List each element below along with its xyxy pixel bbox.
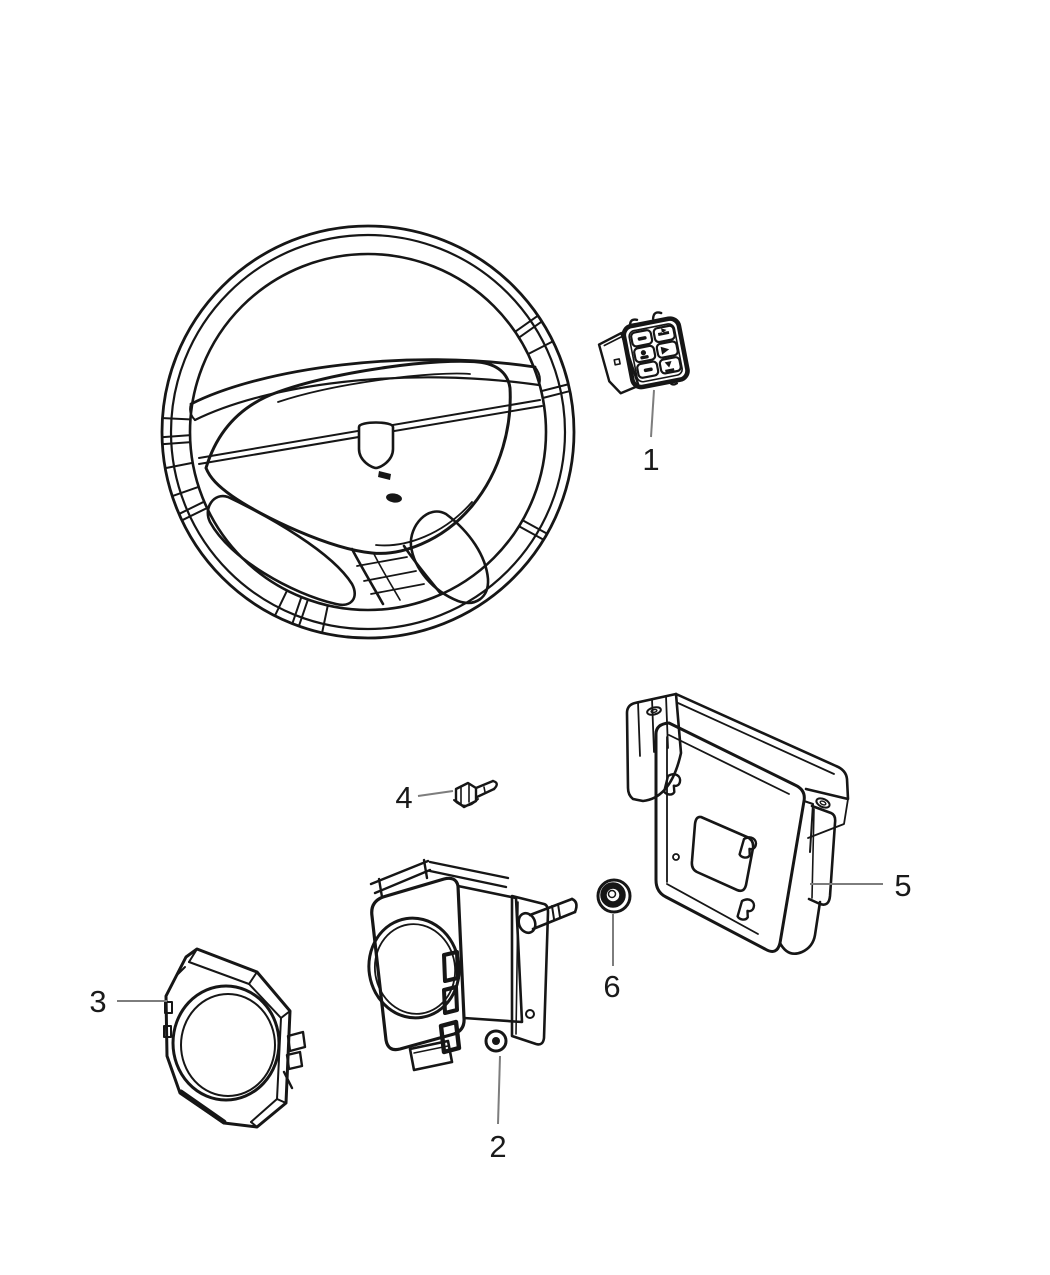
radar-sensor-illustration (367, 858, 578, 1072)
callout-number-4: 4 (395, 780, 412, 815)
leader-line-1 (650, 389, 655, 438)
callout-6: 6 (603, 914, 621, 1004)
callout-3: 3 (89, 984, 167, 1019)
sensor-fastener (484, 1029, 508, 1053)
bracket-illustration (625, 692, 850, 955)
callout-number-2: 2 (489, 1129, 506, 1164)
callout-number-3: 3 (89, 984, 106, 1019)
callouts: 1 2 3 4 5 6 (89, 389, 912, 1164)
steering-wheel-hub (189, 358, 543, 607)
leader-line-4 (417, 790, 454, 797)
sensor-cover-illustration (163, 947, 307, 1129)
rim-tick-marks (162, 315, 570, 633)
leader-line-2 (497, 1055, 501, 1125)
cruise-switch-illustration (597, 311, 690, 395)
callout-1: 1 (642, 389, 660, 477)
switch-button-glyphs (637, 328, 675, 373)
callout-5: 5 (810, 868, 912, 903)
callout-4: 4 (395, 780, 454, 815)
steering-wheel-badge (357, 421, 395, 470)
callout-2: 2 (489, 1055, 507, 1164)
nut-illustration (596, 878, 632, 914)
screw-illustration (453, 779, 498, 809)
callout-number-6: 6 (603, 969, 620, 1004)
bracket-clip-cutouts (662, 773, 758, 921)
callout-number-5: 5 (894, 868, 911, 903)
steering-wheel-illustration (160, 224, 576, 640)
callout-number-1: 1 (642, 442, 659, 477)
